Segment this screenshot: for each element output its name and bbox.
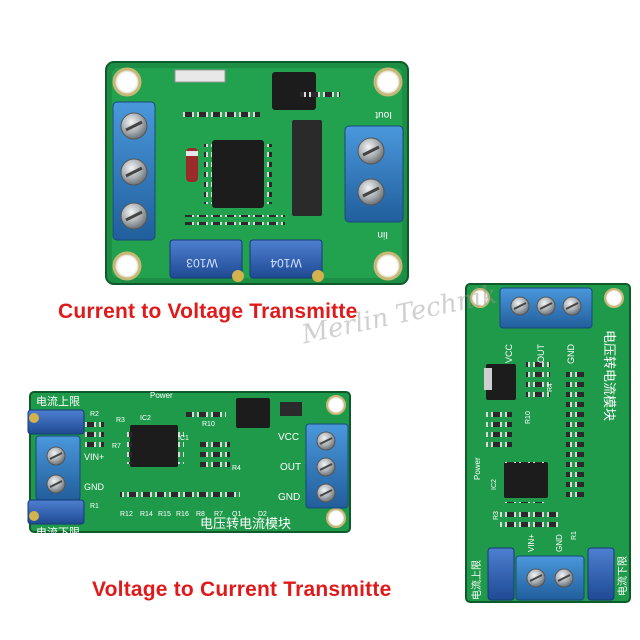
mount-hole xyxy=(112,251,142,281)
mount-hole xyxy=(373,67,403,97)
label-vin: VIN+ xyxy=(527,534,536,552)
label-r3: R3 xyxy=(116,417,125,424)
label-r10: R10 xyxy=(525,411,532,424)
ic-chip xyxy=(292,120,322,216)
label-lower: 电流下限 xyxy=(36,525,80,539)
label-ic2: IC2 xyxy=(140,415,151,422)
label-vin: VIN+ xyxy=(84,452,104,462)
label-r15: R15 xyxy=(158,511,171,518)
label-gnd-in: GND xyxy=(555,534,564,552)
pot-right-label: W104 xyxy=(270,256,302,270)
right-board: VCC OUT GND 电压转电流模块 Power IC2 R4 R10 R3 … xyxy=(465,283,631,603)
label-gnd: GND xyxy=(566,344,576,365)
pot-left-label: W103 xyxy=(186,256,218,270)
ic-chip xyxy=(130,425,178,467)
mount-hole xyxy=(326,395,346,415)
label-r1: R1 xyxy=(571,531,578,540)
label-ic1: IC1 xyxy=(178,435,189,442)
ic-chip xyxy=(504,462,548,498)
trimmer-pot xyxy=(487,547,515,601)
label-r1: R1 xyxy=(90,503,99,510)
mount-hole xyxy=(470,288,490,308)
trimmer-pot xyxy=(587,547,615,601)
terminal-block xyxy=(515,555,585,601)
label-power: Power xyxy=(150,391,173,400)
mount-hole xyxy=(373,251,403,281)
label-d2: D2 xyxy=(258,511,267,518)
label-r7: R7 xyxy=(112,443,121,450)
mount-hole xyxy=(112,67,142,97)
regulator xyxy=(236,398,270,428)
top-board: W103 W104 Iout Iin xyxy=(105,61,409,285)
label-upper: 电流上限 xyxy=(470,560,483,600)
label-power: Power xyxy=(473,457,482,480)
label-r4: R4 xyxy=(232,465,241,472)
label-vcc: VCC xyxy=(278,432,299,443)
label-gnd: GND xyxy=(278,492,300,503)
caption-current-to-voltage: Current to Voltage Transmitte xyxy=(58,300,358,323)
label-r7b: R7 xyxy=(214,511,223,518)
label-r10: R10 xyxy=(202,421,215,428)
board-title: 电压转电流模块 xyxy=(601,330,616,421)
label-r12: R12 xyxy=(120,511,133,518)
label-r14: R14 xyxy=(140,511,153,518)
label-r3: R3 xyxy=(493,511,500,520)
iin-label: Iin xyxy=(377,229,388,240)
label-r8: R8 xyxy=(196,511,205,518)
label-r16: R16 xyxy=(176,511,189,518)
label-out: OUT xyxy=(280,462,301,473)
diode xyxy=(186,148,198,182)
caption-voltage-to-current: Voltage to Current Transmitte xyxy=(92,578,392,601)
left-board: 电流上限 电流下限 Power IC2 IC1 R2 R3 R4 R7 R10 … xyxy=(27,391,351,539)
label-out: OUT xyxy=(536,344,546,364)
ic-chip xyxy=(212,140,264,208)
iout-label: Iout xyxy=(375,109,392,120)
label-vcc: VCC xyxy=(504,344,514,364)
trimmer-pot xyxy=(249,239,323,279)
label-gnd-in: GND xyxy=(84,482,105,492)
label-r2: R2 xyxy=(90,411,99,418)
trimmer-pot xyxy=(169,239,243,279)
board-title: 电压转电流模块 xyxy=(200,517,291,532)
label-upper: 电流上限 xyxy=(36,394,80,408)
ic-chip xyxy=(272,72,316,110)
label-r4: R4 xyxy=(547,383,554,392)
regulator xyxy=(486,364,516,400)
label-ic2: IC2 xyxy=(491,479,498,490)
mount-hole xyxy=(604,288,624,308)
label-lower: 电流下限 xyxy=(616,556,629,596)
label-q1: Q1 xyxy=(232,511,241,518)
trimmer-pot xyxy=(27,499,85,525)
mount-hole xyxy=(326,508,346,528)
